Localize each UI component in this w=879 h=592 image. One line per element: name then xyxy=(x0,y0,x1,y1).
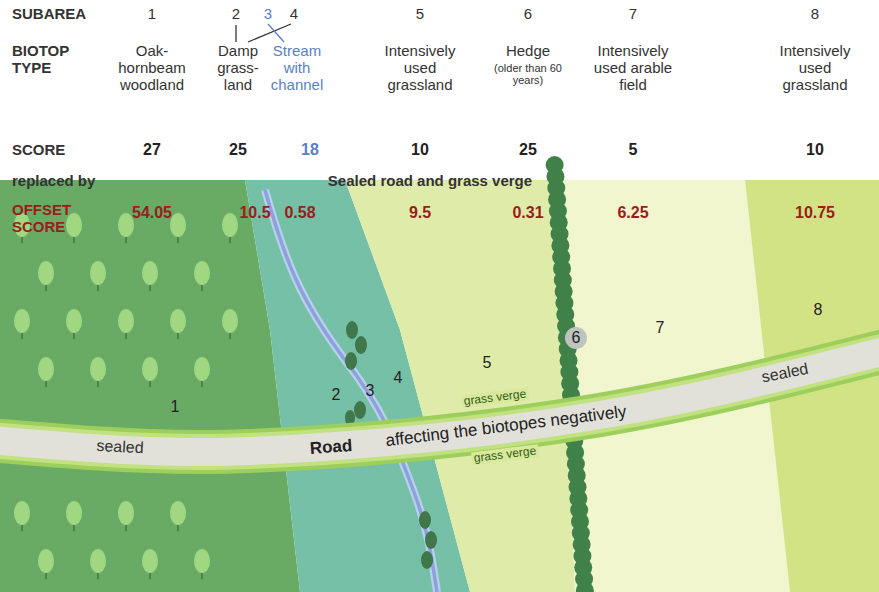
biotope-type: Oak- hornbeam woodland xyxy=(113,43,191,93)
area-number: 5 xyxy=(483,354,492,372)
area-number: 4 xyxy=(394,369,403,387)
area-number: 7 xyxy=(656,319,665,337)
offset-score: 0.58 xyxy=(284,204,315,222)
subarea-number: 2 xyxy=(232,6,240,23)
subarea-number: 1 xyxy=(148,6,156,23)
road-label: sealed xyxy=(96,437,144,457)
score-value: 10 xyxy=(411,141,429,159)
row-heading: replaced by xyxy=(12,173,95,190)
replacement-type: Sealed road and grass verge xyxy=(328,173,532,190)
biotope-type: Intensively used grassland xyxy=(374,43,466,93)
biotope-type: Damp grass- land xyxy=(215,43,261,93)
score-value: 25 xyxy=(519,141,537,159)
offset-score: 10.75 xyxy=(795,204,835,222)
biotope-type: Intensively used arable field xyxy=(585,43,681,93)
area-number: 3 xyxy=(366,382,375,400)
score-value: 10 xyxy=(806,141,824,159)
area-number: 8 xyxy=(814,301,823,319)
subarea-number: 3 xyxy=(264,6,272,23)
area-number: 2 xyxy=(332,386,341,404)
score-value: 18 xyxy=(301,141,319,159)
subarea-number: 5 xyxy=(416,6,424,23)
biotope-type: Intensively used grassland xyxy=(769,43,861,93)
offset-score: 6.25 xyxy=(617,204,648,222)
row-heading: SCORE xyxy=(12,142,65,159)
offset-score: 0.31 xyxy=(512,204,543,222)
score-value: 27 xyxy=(143,141,161,159)
subarea-number: 8 xyxy=(811,6,819,23)
offset-score: 54.05 xyxy=(132,204,172,222)
score-value: 25 xyxy=(229,141,247,159)
biotope-type: Stream with channel xyxy=(267,43,327,93)
offset-score: 9.5 xyxy=(409,204,431,222)
score-value: 5 xyxy=(629,141,638,159)
subarea-number: 6 xyxy=(524,6,532,23)
road-label: Road xyxy=(309,436,353,458)
area-number: 1 xyxy=(171,398,180,416)
biotope-note: (older than 60 years) xyxy=(493,62,563,87)
row-heading: OFFSET SCORE xyxy=(12,202,92,236)
subarea-number: 4 xyxy=(290,6,298,23)
row-heading: BIOTOP TYPE xyxy=(12,43,82,77)
biotope-type: Hedge xyxy=(493,43,563,60)
row-heading: SUBAREA xyxy=(12,6,86,23)
subarea-number: 7 xyxy=(629,6,637,23)
offset-score: 10.5 xyxy=(239,204,270,222)
number-disc xyxy=(565,327,587,349)
area-number: 6 xyxy=(572,329,581,347)
leader-lines xyxy=(236,24,291,42)
